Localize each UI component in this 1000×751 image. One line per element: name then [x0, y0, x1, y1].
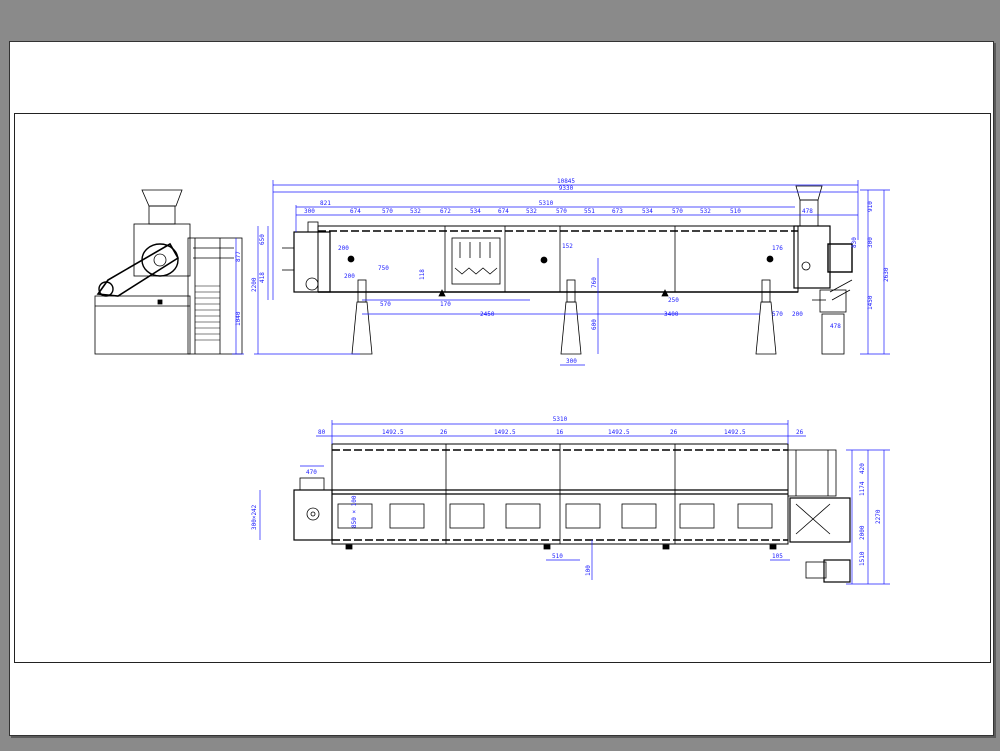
segment-label: 510 [730, 208, 741, 215]
side-view [282, 185, 853, 355]
plan-right-label: 1510 [859, 551, 866, 566]
left-height-label: 418 [259, 272, 266, 283]
hopper-neck [148, 205, 176, 225]
plan-top-label: 1492.5 [382, 429, 404, 436]
misc-label: 170 [440, 301, 451, 308]
plan-top-label: 80 [318, 429, 326, 436]
left-height-label: 2200 [251, 277, 258, 292]
right-height-label: 830 [851, 237, 858, 248]
plan-left-label: 300×242 [251, 504, 258, 530]
segment-labels: 300 821 674 570 532 672 534 674 532 570 … [304, 200, 813, 215]
misc-label: 570 [380, 301, 391, 308]
plan-right-label: 2000 [859, 525, 866, 540]
hopper [141, 189, 183, 207]
conveyor-trough [317, 225, 799, 293]
segment-label: 674 [350, 208, 361, 215]
misc-label: 118 [419, 269, 426, 280]
plan-right-stair [787, 449, 837, 497]
length-2-label: 9330 [559, 185, 574, 192]
misc-label: 200 [792, 311, 803, 318]
misc-label: 600 [591, 319, 598, 330]
dimension-labels: 10845 9330 5310 300 821 674 570 532 672 … [235, 178, 890, 576]
dimension-lines [232, 180, 890, 585]
length-3-label: 5310 [539, 200, 554, 207]
drawing-frame [14, 113, 991, 663]
segment-label: 570 [672, 208, 683, 215]
drive-hub [153, 253, 167, 267]
segment-label: 674 [498, 208, 509, 215]
plan-top-label: 26 [670, 429, 678, 436]
end-height-label: 1040 [235, 311, 242, 326]
segment-label: 534 [470, 208, 481, 215]
left-drive [293, 231, 331, 293]
plan-bottom-label: 510 [552, 553, 563, 560]
misc-label: 760 [591, 277, 598, 288]
side-frame [187, 237, 243, 355]
misc-label: 152 [562, 243, 573, 250]
plan-left-label: 470 [306, 469, 317, 476]
segment-label: 673 [612, 208, 623, 215]
right-height-label: 300 [867, 237, 874, 248]
right-height-label: 910 [867, 201, 874, 212]
plan-right-label: 1174 [859, 481, 866, 496]
misc-label: 176 [772, 245, 783, 252]
segment-label: 551 [584, 208, 595, 215]
plan-right-label: 420 [859, 463, 866, 474]
plan-top-label: 26 [796, 429, 804, 436]
right-height-label: 1450 [867, 295, 874, 310]
plan-paddles [337, 503, 773, 529]
segment-label: 821 [320, 200, 331, 207]
plan-left-drive [293, 489, 333, 541]
misc-label: 2450 [480, 311, 495, 318]
misc-label: 3400 [664, 311, 679, 318]
plan-top-label: 16 [556, 429, 564, 436]
plan-top-label: 1492.5 [608, 429, 630, 436]
segment-label: 532 [700, 208, 711, 215]
segment-label: 534 [642, 208, 653, 215]
plan-right-label: 2270 [875, 509, 882, 524]
left-height-label: 650 [259, 234, 266, 245]
plan-view [293, 443, 851, 583]
segment-label: 672 [440, 208, 451, 215]
misc-label: 250 [668, 297, 679, 304]
plan-inner-label: 850 × 100 [351, 495, 358, 528]
belt-arm [96, 242, 180, 297]
misc-label: 750 [378, 265, 389, 272]
segment-label: 570 [556, 208, 567, 215]
drawing-sheet [9, 41, 994, 736]
plan-top-label: 1492.5 [494, 429, 516, 436]
end-height-label: 877 [235, 251, 242, 262]
misc-label: 300 [566, 358, 577, 365]
plan-overall-label: 5310 [553, 416, 568, 423]
plan-right-drive [789, 497, 851, 543]
plan-top-label: 1492.5 [724, 429, 746, 436]
plan-top-label: 26 [440, 429, 448, 436]
segment-label: 478 [802, 208, 813, 215]
misc-label: 570 [772, 311, 783, 318]
segment-label: 570 [382, 208, 393, 215]
right-drive [793, 225, 831, 289]
plan-bottom-label: 105 [772, 553, 783, 560]
plan-bottom-label: 100 [585, 565, 592, 576]
segment-label: 532 [410, 208, 421, 215]
right-hopper [795, 185, 823, 201]
paddle-group [451, 237, 501, 285]
misc-label: 200 [344, 273, 355, 280]
misc-label: 200 [338, 245, 349, 252]
misc-label: 478 [830, 323, 841, 330]
end-view [94, 189, 243, 355]
segment-label: 300 [304, 208, 315, 215]
right-height-label: 2630 [883, 267, 890, 282]
support-legs [351, 279, 777, 355]
end-body [94, 295, 191, 355]
segment-label: 532 [526, 208, 537, 215]
overall-length-label: 10845 [557, 178, 575, 185]
